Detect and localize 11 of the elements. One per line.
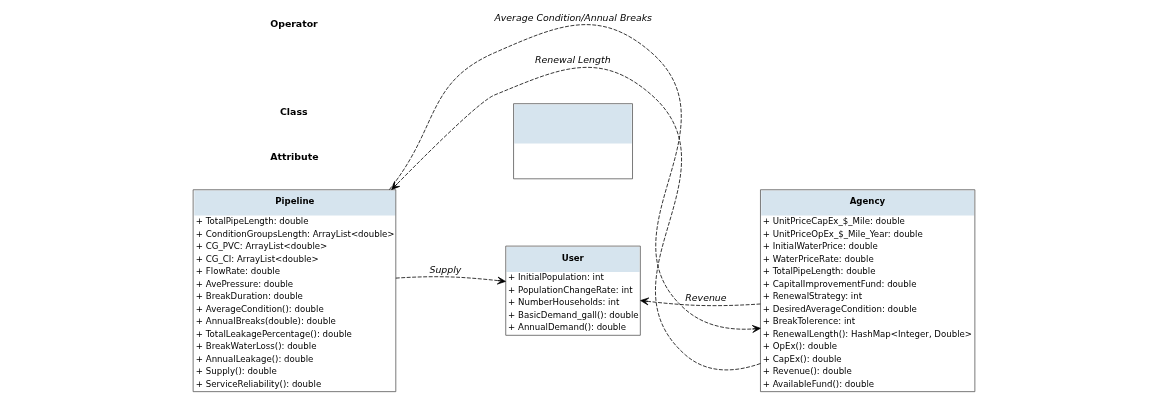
edge-label: Average Condition/Annual Breaks [493,12,652,24]
edge-label: Supply [428,264,461,276]
arrow [394,276,506,285]
arrow [390,67,761,371]
label: Operator [269,18,318,30]
label: Attribute [269,151,318,163]
label: Class [279,105,308,117]
arrow [388,24,761,333]
edge-label: Renewal Length [534,54,611,66]
edge-label: Revenue [684,292,727,304]
arrow [639,297,761,307]
